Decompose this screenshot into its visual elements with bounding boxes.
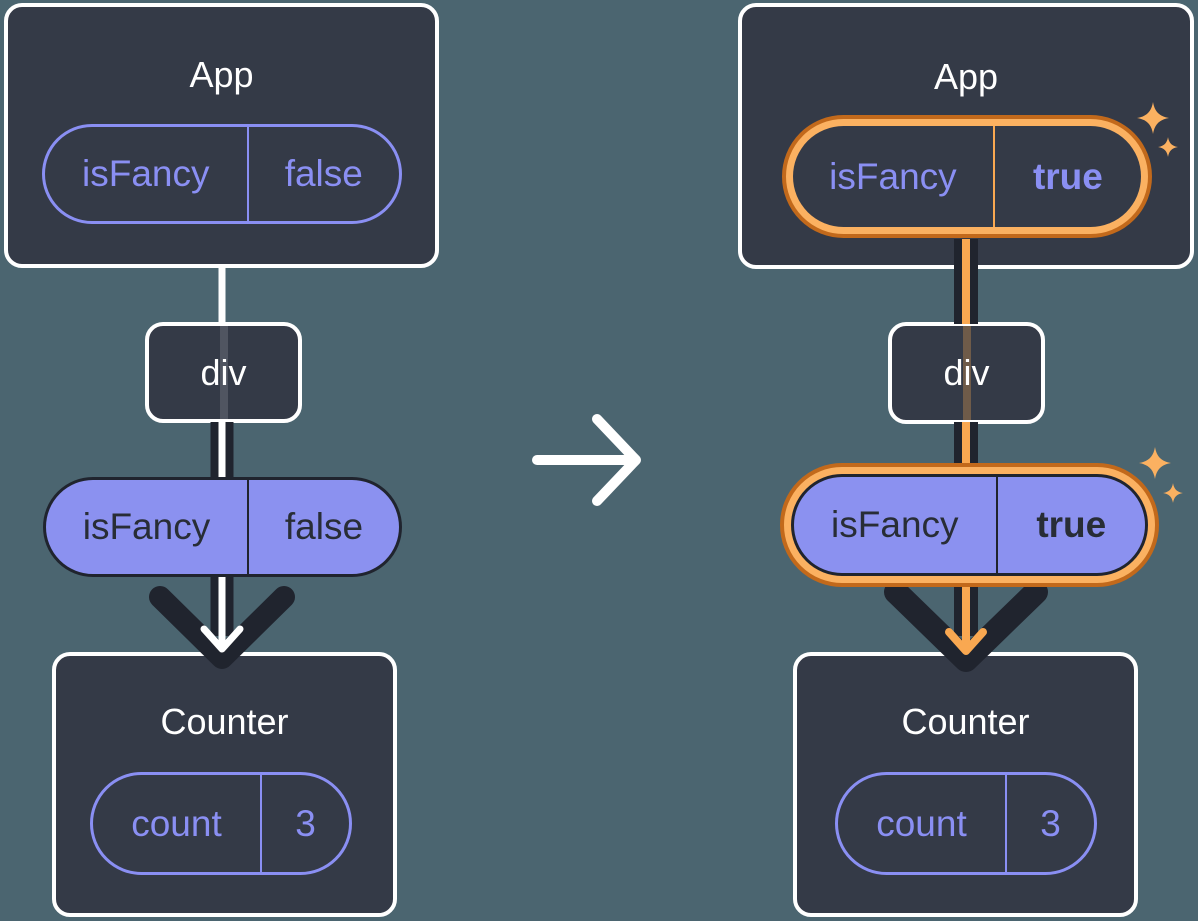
before-app-state-pill: isFancy false bbox=[42, 124, 402, 224]
after-div-component-box: div bbox=[888, 322, 1045, 424]
after-div-label: div bbox=[943, 352, 990, 393]
prop-value: false bbox=[284, 506, 364, 547]
before-count-state-pill: count 3 bbox=[90, 772, 352, 875]
before-app-title: App bbox=[189, 54, 254, 95]
after-app-state-pill: isFancy true bbox=[793, 126, 1141, 227]
state-value: 3 bbox=[295, 802, 316, 844]
state-name: count bbox=[838, 775, 1007, 872]
after-app-state-pill-highlight-ring: isFancy true bbox=[782, 115, 1152, 238]
prop-name: isFancy bbox=[794, 477, 998, 573]
state-name: isFancy bbox=[45, 127, 249, 221]
prop-value: true bbox=[1036, 504, 1107, 545]
state-value: false bbox=[284, 153, 363, 194]
state-flow-stripe bbox=[962, 326, 971, 420]
before-passed-prop-pill: isFancy false bbox=[43, 477, 402, 577]
state-name: isFancy bbox=[793, 126, 995, 227]
after-passed-prop-pill: isFancy true bbox=[791, 474, 1148, 576]
before-div-label: div bbox=[200, 351, 247, 393]
before-counter-title: Counter bbox=[160, 701, 289, 742]
after-counter-title: Counter bbox=[901, 701, 1030, 742]
state-value: true bbox=[1032, 155, 1103, 197]
state-flow-stripe bbox=[219, 326, 228, 419]
after-count-state-pill: count 3 bbox=[835, 772, 1097, 875]
prop-name: isFancy bbox=[46, 480, 249, 574]
before-div-component-box: div bbox=[145, 322, 302, 423]
state-value: 3 bbox=[1040, 802, 1061, 844]
before-counter-component-box: Counter bbox=[52, 652, 397, 917]
state-name: count bbox=[93, 775, 262, 872]
after-app-title: App bbox=[933, 56, 999, 97]
arrow-right-icon bbox=[532, 414, 641, 506]
after-passed-prop-pill-highlight-ring: isFancy true bbox=[780, 463, 1159, 587]
